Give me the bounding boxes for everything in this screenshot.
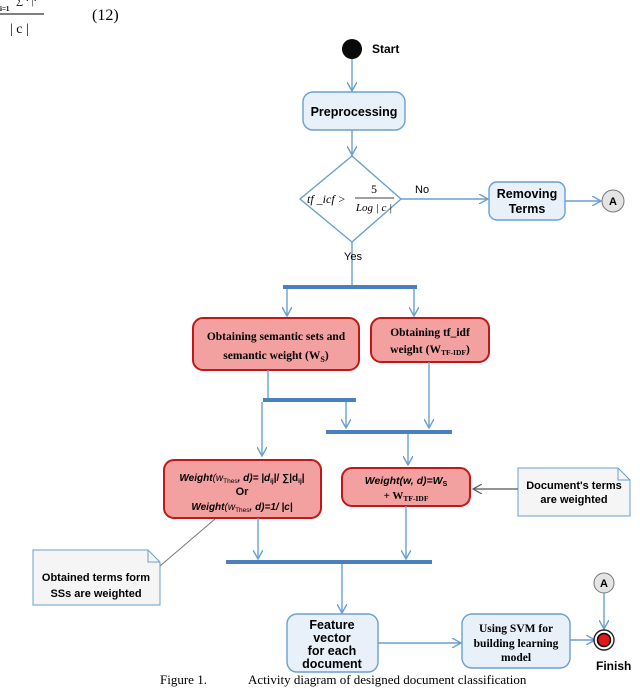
- svm-line1: Using SVM for: [479, 623, 553, 635]
- removing-terms-line2: Terms: [509, 202, 546, 216]
- connector-a-out: [601, 189, 625, 213]
- svm-line3: model: [501, 652, 531, 664]
- equation-sum-subscript: i=1: [0, 5, 10, 13]
- connector-a-out-label: A: [609, 196, 617, 208]
- decision-lhs: tf _icf >: [307, 192, 346, 206]
- feature-line1: Feature: [309, 618, 354, 632]
- note-right-line2: are weighted: [540, 494, 607, 506]
- connector-a-in-label: A: [600, 578, 608, 590]
- tfidf-line2: weight (WTF-IDF): [390, 344, 470, 357]
- equation-fragment: ∑ · |· i=1 | c | (12): [0, 0, 119, 37]
- preprocessing-node: [302, 91, 406, 131]
- equation-number: (12): [92, 7, 119, 24]
- figure-caption-label: Figure 1.: [160, 672, 207, 687]
- equation-denominator: | c |: [10, 22, 29, 37]
- svm-line2: building learning: [474, 638, 559, 650]
- feature-line2: vector: [313, 631, 351, 645]
- weight-thes-node: [163, 459, 322, 519]
- tfidf-line1: Obtaining tf_idf: [390, 327, 470, 339]
- semantic-line2: semantic weight (WS): [223, 350, 329, 364]
- feature-line3: for each: [308, 644, 357, 658]
- weight-wd-line2: + WTF-IDF: [384, 490, 429, 503]
- removing-terms-line1: Removing: [497, 187, 557, 201]
- feature-line4: document: [302, 657, 363, 671]
- start-node: [342, 39, 362, 59]
- weight-thes-line3: Weight(wThes, d)=1/ |c|: [191, 502, 292, 514]
- note-obtained-terms: [32, 549, 161, 606]
- no-label: No: [415, 184, 429, 196]
- finish-label: Finish: [596, 659, 631, 673]
- semantic-sets-node: [192, 317, 360, 371]
- note-left-pointer: [159, 518, 216, 567]
- preprocessing-label: Preprocessing: [311, 105, 398, 119]
- start-label: Start: [372, 42, 399, 56]
- tfidf-node: [370, 317, 490, 363]
- note-left-line1: Obtained terms form: [42, 572, 150, 584]
- weight-wd-line1: Weight(w, d)=WS: [365, 475, 448, 488]
- figure-caption-text: Activity diagram of designed document cl…: [248, 672, 527, 687]
- note-documents-terms: [517, 467, 631, 517]
- equation-partial-top: ∑ · |·: [16, 0, 37, 7]
- decision-numerator: 5: [371, 182, 377, 196]
- note-right-line1: Document's terms: [526, 480, 622, 492]
- weight-thes-or: Or: [236, 486, 250, 498]
- weight-thes-line1: Weight(wThes, d)= |dij|/ ∑|dij|: [179, 473, 304, 485]
- svm-node: [461, 613, 571, 669]
- yes-label: Yes: [344, 251, 362, 263]
- semantic-line1: Obtaining semantic sets and: [207, 331, 346, 343]
- note-left-line2: SSs are weighted: [50, 588, 141, 600]
- decision-denominator: Log | c |: [355, 202, 392, 214]
